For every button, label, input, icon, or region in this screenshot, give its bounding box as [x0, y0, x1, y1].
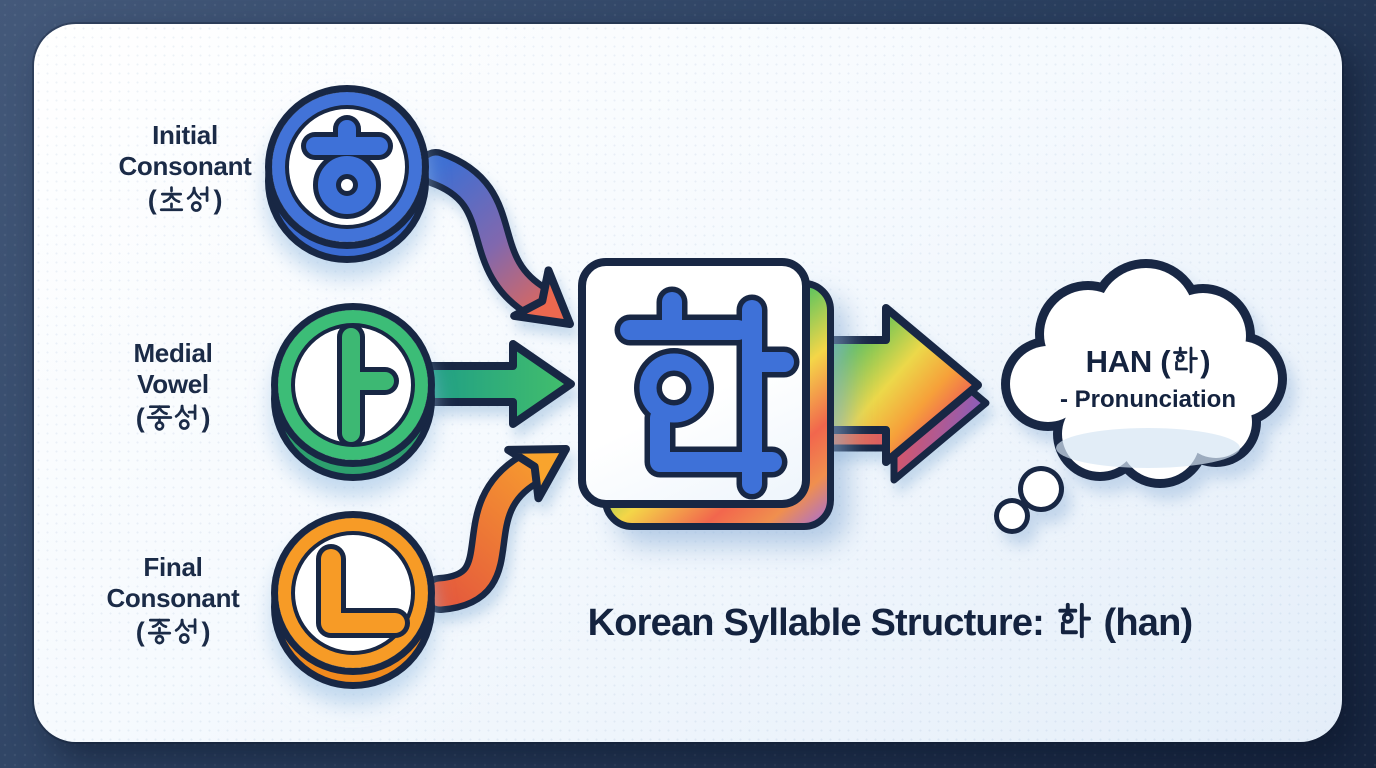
label-line: Vowel — [137, 368, 209, 399]
final-to-block-arrow — [421, 445, 570, 613]
hangul-cho-glyph-icon — [158, 186, 185, 213]
label-initial-consonant: Initial Consonant ( ) (초성) — [70, 120, 300, 216]
jamo-a-glyph-icon — [337, 327, 399, 443]
pronunciation-line2: - Pronunciation — [1060, 386, 1236, 413]
pronunciation-cloud-icon — [994, 259, 1287, 534]
medial-vowel-circle — [271, 303, 435, 481]
paren-close: ) — [213, 184, 223, 215]
medial-to-block-arrow — [424, 340, 575, 428]
paren-open: ( — [135, 402, 145, 433]
label-medial-vowel: Medial Vowel ( ) (중성) — [58, 338, 288, 434]
syllable-han-glyph-icon — [614, 286, 800, 500]
final-consonant-circle — [271, 511, 435, 689]
syllable-block-face: 한 — [578, 258, 810, 508]
initial-consonant-circle — [265, 85, 429, 263]
label-line: Final — [143, 552, 203, 582]
thought-bubbles — [994, 466, 1064, 534]
hangul-jungseong-label: ( ) (중성) — [58, 402, 288, 434]
circle-face — [271, 303, 435, 467]
hangul-choseong-label: ( ) (초성) — [70, 184, 300, 216]
hangul-seong-glyph-icon — [186, 186, 213, 213]
label-line: Consonant — [118, 150, 252, 181]
hangul-jongseong-label: ( ) (종성) — [58, 616, 288, 648]
initial-to-block-arrow — [417, 149, 574, 328]
hangul-seong-glyph-icon — [174, 404, 201, 431]
label-line: Consonant — [106, 582, 240, 613]
han-glyph-icon — [1057, 602, 1091, 639]
hangul-jong-glyph-icon — [146, 618, 173, 645]
syllable-block: 한 — [578, 258, 834, 530]
block-to-pronunciation-arrow — [811, 304, 990, 484]
han-glyph-icon — [1172, 346, 1198, 374]
circle-face — [271, 511, 435, 675]
label-line: Initial — [152, 120, 218, 150]
hangul-jung-glyph-icon — [146, 404, 173, 431]
jamo-hieut-glyph-icon — [301, 115, 393, 219]
pronunciation-line1: HAN () — [1085, 344, 1211, 379]
label-line: Medial — [133, 338, 213, 368]
page-title: Korean Syllable Structure: (han) — [587, 602, 1193, 644]
paren-open: ( — [147, 184, 157, 215]
paren-close: ) — [201, 616, 211, 647]
circle-face — [265, 85, 429, 249]
paren-open: ( — [135, 616, 145, 647]
pronunciation-text: HAN () - Pronunciation — [1008, 344, 1288, 414]
label-final-consonant: Final Consonant ( ) (종성) — [58, 552, 288, 648]
paren-close: ) — [201, 402, 211, 433]
hangul-seong-glyph-icon — [174, 618, 201, 645]
jamo-nieun-glyph-icon — [316, 544, 410, 638]
